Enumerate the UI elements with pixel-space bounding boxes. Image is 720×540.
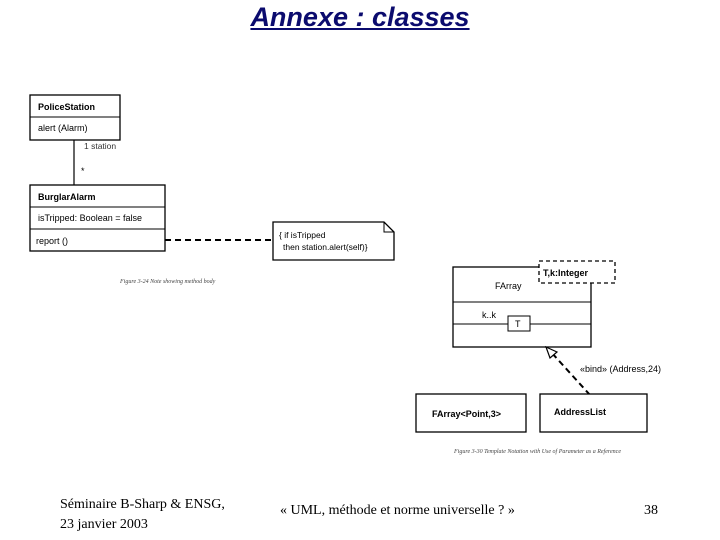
slide-title: Annexe : classes bbox=[250, 2, 470, 32]
address-list-name: AddressList bbox=[554, 407, 606, 417]
burglar-alarm-class: BurglarAlarm isTripped: Boolean = false … bbox=[29, 184, 166, 252]
footer-seminar: Séminaire B-Sharp & ENSG, 23 janvier 200… bbox=[60, 495, 225, 535]
template-parameters-box: T,k:Integer bbox=[538, 260, 616, 284]
burglar-alarm-name: BurglarAlarm bbox=[38, 192, 96, 202]
burglar-alarm-operation: report () bbox=[36, 236, 68, 246]
police-station-operation: alert (Alarm) bbox=[38, 123, 88, 133]
figure-caption-2: Figure 3-30 Template Notation with Use o… bbox=[453, 448, 621, 455]
address-list-class: AddressList bbox=[539, 393, 648, 433]
note-line-2: then station.alert(self)} bbox=[283, 242, 368, 252]
association-line: 1 station * bbox=[73, 140, 116, 185]
bind-label: «bind» (Address,24) bbox=[580, 364, 661, 374]
parameter-type-box: T bbox=[507, 315, 531, 332]
bind-dependency: «bind» (Address,24) bbox=[544, 345, 661, 396]
burglar-alarm-attribute: isTripped: Boolean = false bbox=[38, 213, 142, 223]
footer-date: 23 janvier 2003 bbox=[60, 517, 148, 532]
page-number: 38 bbox=[644, 503, 658, 518]
multiplicity-station: 1 station bbox=[84, 141, 116, 151]
footer-subtitle: « UML, méthode et norme universelle ? » bbox=[280, 503, 515, 518]
farray-name: FArray bbox=[495, 281, 522, 291]
farray-point-class: FArray<Point,3> bbox=[415, 393, 527, 433]
farray-attribute: k..k bbox=[482, 310, 497, 320]
police-station-name: PoliceStation bbox=[38, 102, 95, 112]
method-note: { if isTripped then station.alert(self)} bbox=[272, 221, 395, 261]
multiplicity-many: * bbox=[81, 166, 85, 176]
parameter-type: T bbox=[515, 319, 521, 329]
note-line-1: { if isTripped bbox=[279, 230, 326, 240]
farray-template-class: FArray k..k bbox=[452, 266, 592, 348]
police-station-class: PoliceStation alert (Alarm) bbox=[29, 94, 121, 141]
figure-caption-1: Figure 3-24 Note showing method body bbox=[119, 278, 216, 285]
template-parameters: T,k:Integer bbox=[543, 268, 589, 278]
footer-seminar-line-1: Séminaire B-Sharp & ENSG, bbox=[60, 497, 225, 512]
farray-point-name: FArray<Point,3> bbox=[432, 409, 501, 419]
